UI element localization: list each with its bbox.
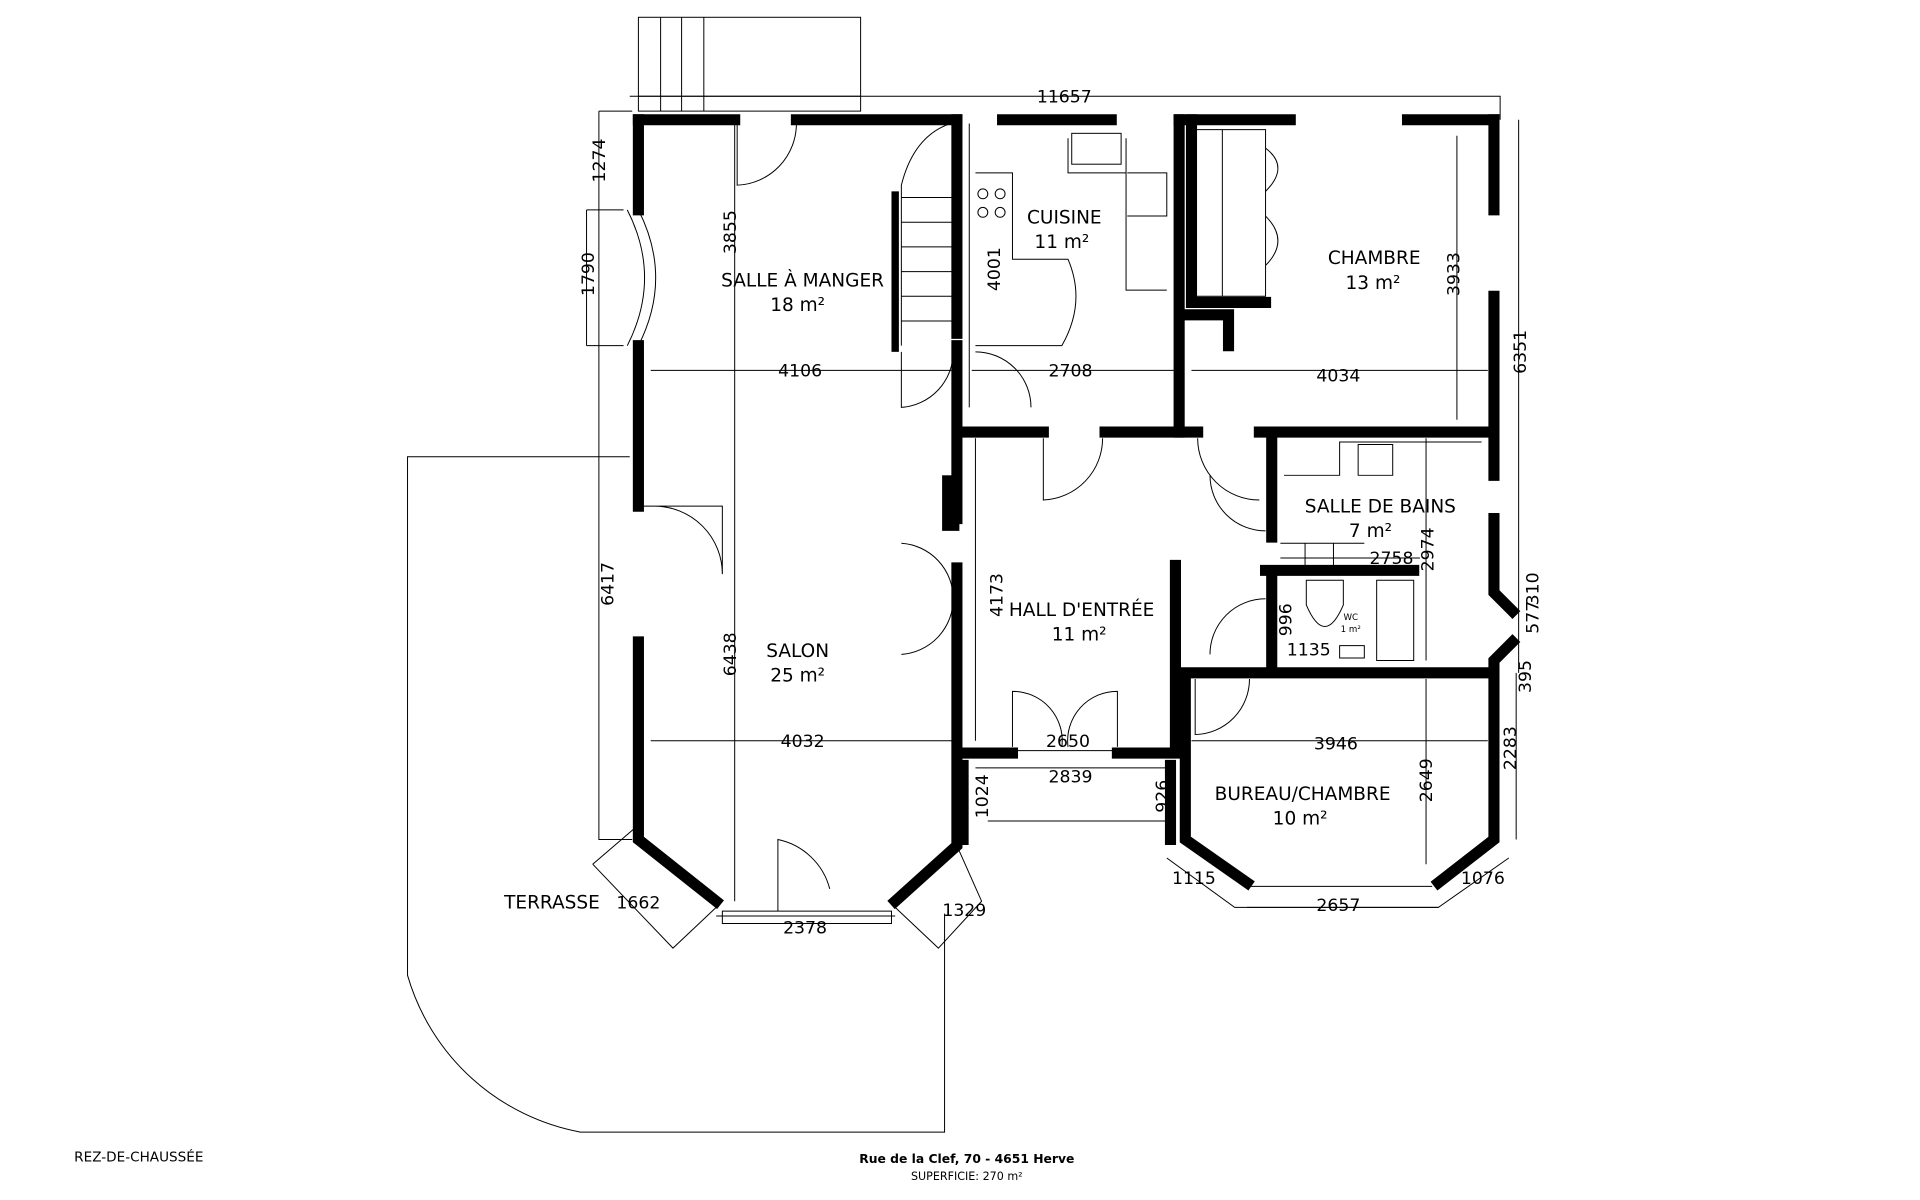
room-name-bureau: BUREAU/CHAMBRE	[1215, 784, 1391, 805]
room-name-cuisine: CUISINE	[1027, 207, 1102, 228]
dimension-label: 3946	[1314, 734, 1358, 754]
room-area-hall: 11 m²	[1052, 625, 1107, 646]
dimension-label: 577	[1523, 601, 1543, 634]
dimension-label: 2283	[1501, 726, 1521, 770]
dimension-label: 1662	[616, 894, 660, 914]
dimension-label: 1024	[973, 774, 993, 818]
terrace-outline	[407, 456, 946, 1133]
exterior-stairs	[637, 16, 862, 112]
dimension-label: 1076	[1461, 869, 1505, 889]
dimension-label: 395	[1516, 660, 1536, 693]
doors	[638, 123, 1266, 912]
surface-area: SUPERFICIE: 270 m²	[911, 1170, 1023, 1183]
dimension-label: 926	[1153, 780, 1173, 813]
room-area-cuisine: 11 m²	[1034, 232, 1089, 253]
dimension-label: 4173	[988, 573, 1008, 617]
dimension-label: 1274	[590, 139, 610, 183]
dimension-label: 11657	[1037, 87, 1092, 107]
bay-window-dining	[586, 209, 657, 347]
bay-window-salon	[592, 826, 983, 949]
dimension-label: 6417	[599, 562, 619, 606]
dimension-label: 2650	[1046, 732, 1090, 752]
room-area-salon: 25 m²	[770, 665, 825, 686]
room-area-salle-a-manger: 18 m²	[770, 295, 825, 316]
kitchen-counter	[975, 138, 1168, 347]
dimension-label: 3855	[721, 210, 741, 254]
dimension-label: 2758	[1370, 549, 1414, 569]
dimension-label: 1135	[1287, 641, 1331, 661]
dimension-label: 996	[1276, 603, 1296, 636]
dimension-label: 1790	[579, 252, 599, 296]
room-name-salle-de-bains: SALLE DE BAINS	[1305, 496, 1456, 517]
wardrobe	[1195, 129, 1279, 297]
room-area-wc: 1 m²	[1341, 625, 1361, 635]
room-name-salle-a-manger: SALLE À MANGER	[721, 269, 884, 291]
room-name-wc: WC	[1343, 613, 1358, 623]
dimension-label: 2649	[1417, 758, 1437, 802]
dimension-label: 1115	[1172, 869, 1216, 889]
bay-window-bureau	[1166, 857, 1510, 908]
dimension-label: 2839	[1049, 768, 1093, 788]
dimension-labels: 11657 1274 1790 3855 4106 4001 2708 4034…	[579, 87, 1543, 938]
room-name-hall: HALL D'ENTRÉE	[1009, 599, 1154, 621]
dimension-label: 1329	[942, 901, 986, 921]
interior-stairs	[900, 122, 954, 346]
room-name-chambre: CHAMBRE	[1328, 248, 1421, 269]
room-area-salle-de-bains: 7 m²	[1349, 521, 1392, 542]
dimension-label: 2378	[783, 918, 827, 938]
dimension-label: 2657	[1316, 896, 1360, 916]
room-name-terrasse: TERRASSE	[503, 893, 600, 914]
bathroom-fixtures	[1280, 441, 1482, 661]
level-label: REZ-DE-CHAUSSÉE	[74, 1149, 203, 1166]
dimension-label: 310	[1523, 572, 1543, 605]
room-area-chambre: 13 m²	[1346, 273, 1401, 294]
dimension-label: 3933	[1444, 252, 1464, 296]
dimension-label: 6351	[1511, 330, 1531, 374]
walls	[632, 114, 1521, 910]
dimension-label: 4106	[778, 362, 822, 382]
room-name-salon: SALON	[766, 641, 829, 662]
dimension-label: 6438	[721, 632, 741, 676]
dimension-label: 2974	[1418, 527, 1438, 571]
dimension-label: 4034	[1316, 366, 1360, 386]
address: Rue de la Clef, 70 - 4651 Herve	[859, 1152, 1074, 1166]
dimension-label: 4001	[985, 247, 1005, 291]
room-area-bureau: 10 m²	[1273, 809, 1328, 830]
dimension-label: 4032	[781, 732, 825, 752]
dimension-label: 2708	[1049, 362, 1093, 382]
